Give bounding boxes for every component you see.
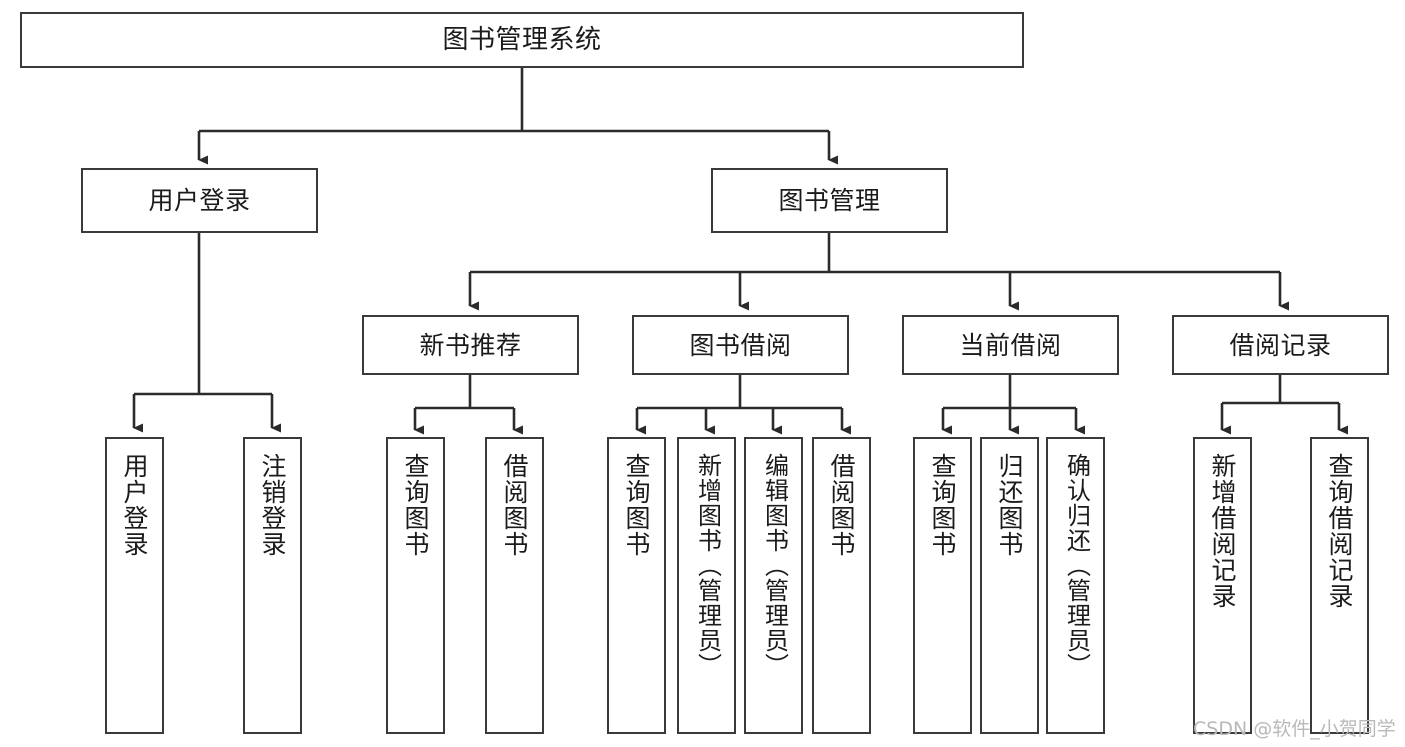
node-label: 注销登录 bbox=[258, 453, 287, 557]
node-label: 借阅图书 bbox=[827, 453, 856, 557]
node-label: 图书借阅 bbox=[689, 330, 792, 360]
leaf-current-borrow-confirm-return[interactable]: 确认归还（管理员） bbox=[1046, 437, 1105, 734]
leaf-user-login-signout[interactable]: 注销登录 bbox=[243, 437, 302, 734]
node-label: 归还图书 bbox=[995, 453, 1024, 557]
node-label: 用户登录 bbox=[120, 453, 149, 557]
node-label: 借阅记录 bbox=[1229, 330, 1332, 360]
node-label: 图书管理系统 bbox=[442, 25, 602, 55]
node-label: 当前借阅 bbox=[959, 330, 1062, 360]
csdn-watermark: CSDN @软件_小贺同学 bbox=[1193, 718, 1396, 740]
leaf-new-book-borrow[interactable]: 借阅图书 bbox=[485, 437, 544, 734]
node-borrow-record[interactable]: 借阅记录 bbox=[1172, 315, 1389, 375]
leaf-borrow-record-add[interactable]: 新增借阅记录 bbox=[1193, 437, 1252, 734]
node-book-management[interactable]: 图书管理 bbox=[711, 168, 948, 233]
leaf-borrow-record-query[interactable]: 查询借阅记录 bbox=[1310, 437, 1369, 734]
leaf-user-login-signin[interactable]: 用户登录 bbox=[105, 437, 164, 734]
node-label: 查询图书 bbox=[622, 453, 651, 557]
node-label: 图书管理 bbox=[778, 186, 881, 215]
node-label: 新增图书（管理员） bbox=[693, 453, 722, 678]
leaf-book-borrow-query[interactable]: 查询图书 bbox=[607, 437, 666, 734]
node-label: 借阅图书 bbox=[500, 453, 529, 557]
node-label: 新书推荐 bbox=[419, 330, 522, 360]
leaf-current-borrow-return[interactable]: 归还图书 bbox=[980, 437, 1039, 734]
node-current-borrow[interactable]: 当前借阅 bbox=[902, 315, 1119, 375]
node-label: 确认归还（管理员） bbox=[1062, 453, 1091, 678]
leaf-book-borrow-add[interactable]: 新增图书（管理员） bbox=[677, 437, 736, 734]
node-label: 查询借阅记录 bbox=[1325, 453, 1354, 609]
leaf-new-book-query[interactable]: 查询图书 bbox=[386, 437, 445, 734]
leaf-book-borrow-edit[interactable]: 编辑图书（管理员） bbox=[744, 437, 803, 734]
node-new-book-recommend[interactable]: 新书推荐 bbox=[362, 315, 579, 375]
node-root-system[interactable]: 图书管理系统 bbox=[20, 12, 1024, 68]
node-label: 编辑图书（管理员） bbox=[760, 453, 789, 678]
leaf-current-borrow-query[interactable]: 查询图书 bbox=[913, 437, 972, 734]
node-book-borrow[interactable]: 图书借阅 bbox=[632, 315, 849, 375]
node-label: 用户登录 bbox=[148, 186, 251, 215]
node-label: 新增借阅记录 bbox=[1208, 453, 1237, 609]
node-label: 查询图书 bbox=[928, 453, 957, 557]
node-label: 查询图书 bbox=[401, 453, 430, 557]
leaf-book-borrow-borrow[interactable]: 借阅图书 bbox=[812, 437, 871, 734]
node-user-login[interactable]: 用户登录 bbox=[81, 168, 318, 233]
